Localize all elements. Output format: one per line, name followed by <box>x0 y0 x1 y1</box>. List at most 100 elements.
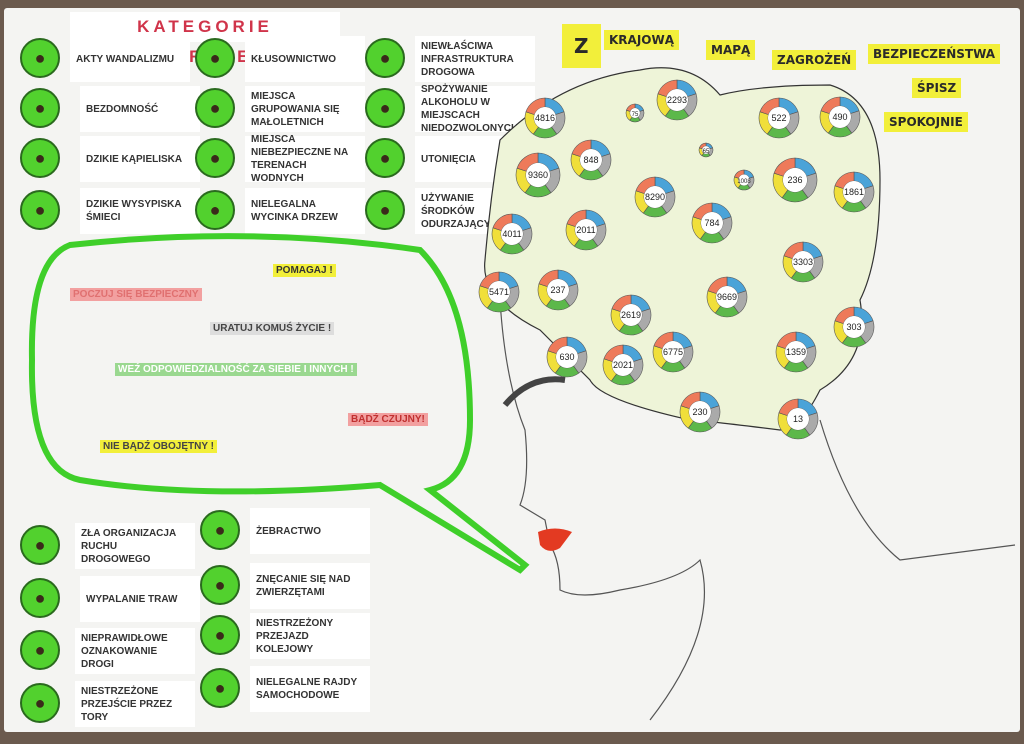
headline-word: SPOKOJNIE <box>884 112 968 132</box>
slogan: POCZUJ SIĘ BEZPIECZNY <box>70 288 202 301</box>
railway-crossing-icon: ● <box>200 615 240 655</box>
car-race-icon: ● <box>200 668 240 708</box>
region-value: 490 <box>832 112 847 122</box>
headline-word: Z <box>562 24 601 68</box>
neck-outline <box>819 419 1016 561</box>
trash-icon: ● <box>20 190 60 230</box>
category-label: NIELEGALNA WYCINKA DRZEW <box>245 188 365 234</box>
drowning-icon: ● <box>365 138 405 178</box>
headline-word: KRAJOWĄ <box>604 30 680 50</box>
speech-bubble <box>28 233 530 574</box>
region-donut: 3303 <box>782 241 824 283</box>
category-label: NIEPRAWIDŁOWE OZNAKOWANIE DROGI <box>75 628 195 674</box>
region-donut: 1359 <box>775 331 817 373</box>
region-value: 230 <box>692 407 707 417</box>
region-donut: 2619 <box>610 294 652 336</box>
region-donut: 75 <box>625 103 645 123</box>
region-donut: 65 <box>698 142 714 158</box>
water-warning-icon: ● <box>195 138 235 178</box>
category-label: SPOŻYWANIE ALKOHOLU W MIEJSCACH NIEDOZWO… <box>415 84 535 134</box>
region-donut: 490 <box>819 96 861 138</box>
region-value: 65 <box>703 149 710 155</box>
category-label: NIEWŁAŚCIWA INFRASTRUKTURA DROGOWA <box>415 36 535 82</box>
slogan: POMAGAJ ! <box>273 264 336 277</box>
region-value: 236 <box>787 175 802 185</box>
warning-sign-icon: ● <box>20 630 60 670</box>
tree-icon: ● <box>195 190 235 230</box>
region-donut: 784 <box>691 202 733 244</box>
region-donut: 1861 <box>833 171 875 213</box>
category-label: AKTY WANDALIZMU <box>70 36 190 82</box>
category-label: MIEJSCA GRUPOWANIA SIĘ MAŁOLETNICH <box>245 86 365 132</box>
region-value: 75 <box>632 112 639 118</box>
category-label: NIESTRZEŻONE PRZEJŚCIE PRZEZ TORY <box>75 681 195 727</box>
region-value: 9360 <box>528 170 548 180</box>
region-donut: 9360 <box>515 152 561 198</box>
region-value: 4816 <box>535 113 555 123</box>
category-label: NIELEGALNE RAJDY SAMOCHODOWE <box>250 666 370 712</box>
animal-abuse-icon: ● <box>200 565 240 605</box>
region-value: 237 <box>550 285 565 295</box>
category-label: ZNĘCANIE SIĘ NAD ZWIERZĘTAMI <box>250 563 370 609</box>
region-value: 2011 <box>576 225 595 235</box>
region-value: 13 <box>793 414 803 424</box>
region-donut: 237 <box>537 269 579 311</box>
region-value: 1008 <box>737 179 751 185</box>
category-label: NIESTRZEŻONY PRZEJAZD KOLEJOWY <box>250 613 370 659</box>
bottle-icon: ● <box>365 88 405 128</box>
region-donut: 5471 <box>478 271 520 313</box>
lips <box>538 528 572 551</box>
headline-word: ZAGROŻEŃ <box>772 50 857 70</box>
region-donut: 6775 <box>652 331 694 373</box>
region-value: 522 <box>771 113 786 123</box>
category-label: MIEJSCA NIEBEZPIECZNE NA TERENACH WODNYC… <box>245 134 365 184</box>
region-donut: 13 <box>777 398 819 440</box>
headline-word: ŚPISZ <box>912 78 962 98</box>
slogan: BĄDŹ CZUJNY! <box>348 413 428 426</box>
region-value: 784 <box>704 218 719 228</box>
region-value: 2293 <box>667 95 687 105</box>
category-label: DZIKIE WYSYPISKA ŚMIECI <box>80 188 200 234</box>
region-donut: 848 <box>570 139 612 181</box>
slogan: NIE BĄDŹ OBOJĘTNY ! <box>100 440 217 453</box>
region-value: 303 <box>846 322 861 332</box>
swimmers-icon: ● <box>20 138 60 178</box>
region-value: 630 <box>559 352 574 362</box>
region-value: 8290 <box>645 192 665 202</box>
region-donut: 4816 <box>524 97 566 139</box>
region-donut: 236 <box>772 157 818 203</box>
slogan: URATUJ KOMUŚ ŻYCIE ! <box>210 322 335 335</box>
region-value: 3303 <box>793 257 813 267</box>
region-value: 5471 <box>489 287 509 297</box>
vandalism-icon: ● <box>20 38 60 78</box>
face-outline <box>499 299 706 721</box>
region-value: 1359 <box>786 347 806 357</box>
region-value: 6775 <box>663 347 683 357</box>
begging-hand-icon: ● <box>200 510 240 550</box>
eyebrow <box>502 376 566 407</box>
fire-drop-icon: ● <box>20 578 60 618</box>
headline-word: BEZPIECZEŃSTWA <box>868 44 1001 64</box>
slogan: WEŹ ODPOWIEDZIALNOŚĆ ZA SIEBIE I INNYCH … <box>115 363 357 376</box>
homeless-icon: ● <box>20 88 60 128</box>
region-donut: 522 <box>758 97 800 139</box>
car-question-icon: ● <box>20 525 60 565</box>
track-crossing-icon: ● <box>20 683 60 723</box>
region-donut: 2021 <box>602 344 644 386</box>
region-donut: 230 <box>679 391 721 433</box>
region-value: 2021 <box>613 360 633 370</box>
region-donut: 630 <box>546 336 588 378</box>
region-donut: 2011 <box>565 209 607 251</box>
category-label: WYPALANIE TRAW <box>80 576 200 622</box>
region-value: 4011 <box>502 229 521 239</box>
group-people-icon: ● <box>195 88 235 128</box>
region-donut: 8290 <box>634 176 676 218</box>
category-label: BEZDOMNOŚĆ <box>80 86 200 132</box>
poaching-icon: ● <box>195 38 235 78</box>
headline-word: MAPĄ <box>706 40 756 60</box>
region-value: 9669 <box>717 292 737 302</box>
car-icon: ● <box>365 38 405 78</box>
region-value: 2619 <box>621 310 641 320</box>
region-value: 848 <box>583 155 598 165</box>
